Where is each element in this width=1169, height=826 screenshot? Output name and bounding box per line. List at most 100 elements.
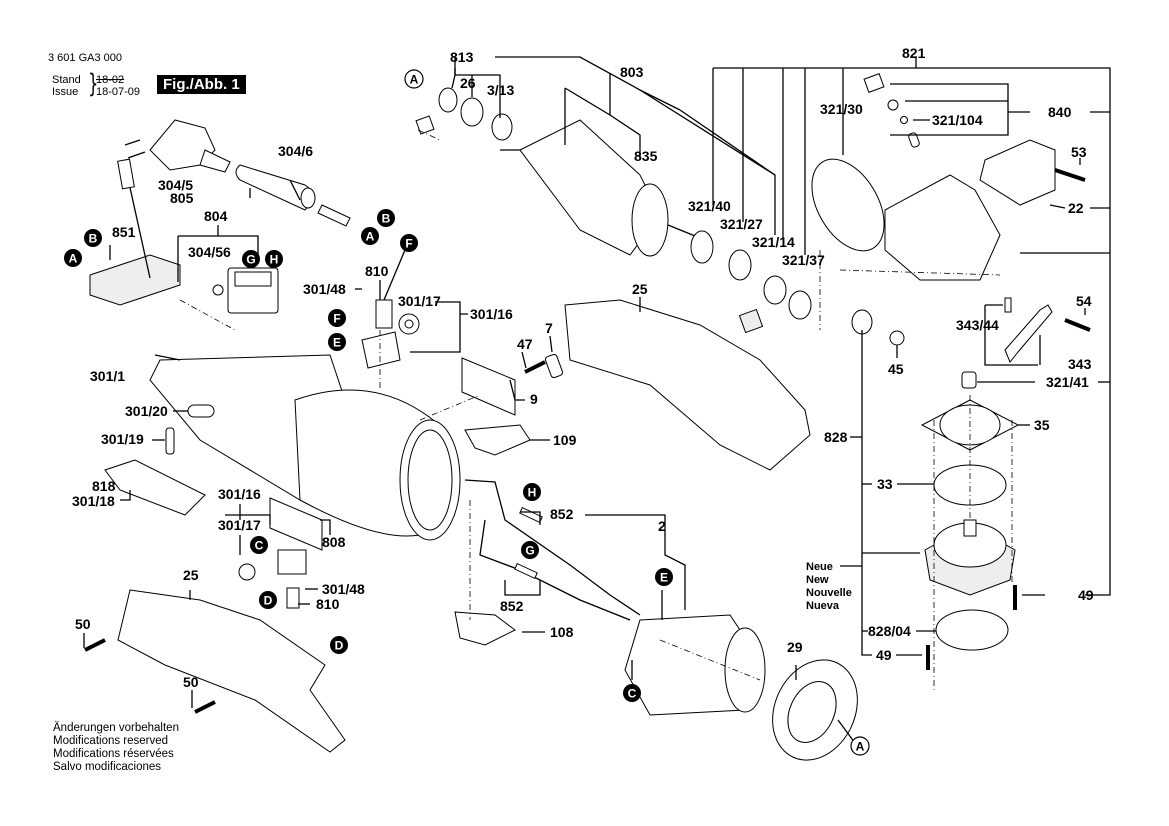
svg-text:A: A <box>856 740 865 754</box>
carbon-brush-part-bottom <box>286 587 300 609</box>
label-304-6: 304/6 <box>278 143 313 159</box>
label-45: 45 <box>888 361 904 377</box>
o-ring-828-04-part <box>935 609 1009 651</box>
issue-date: 18-07-09 <box>96 86 141 98</box>
leader-lines <box>83 56 1111 744</box>
spring-301-19-part <box>165 427 175 455</box>
new-note-de: Neue <box>806 561 833 573</box>
disclaimer-es: Salvo modificaciones <box>53 761 162 773</box>
brush-holder-part-top <box>361 313 420 369</box>
housing-cover-part <box>564 299 811 471</box>
ref-marker-c-holder: C <box>250 536 268 554</box>
label-3-13: 3/13 <box>487 82 514 98</box>
label-49-b: 49 <box>876 647 892 663</box>
cap-22-part <box>979 139 1056 206</box>
screw-50b-part <box>194 700 216 714</box>
label-835: 835 <box>634 148 658 164</box>
new-note-en: New <box>806 574 829 586</box>
label-810-top: 810 <box>365 263 389 279</box>
ring-321-27-part <box>728 249 752 281</box>
label-301-1: 301/1 <box>90 368 125 384</box>
ref-marker-h-wire: H <box>523 483 541 501</box>
label-49-a: 49 <box>1078 587 1094 603</box>
label-109: 109 <box>553 432 577 448</box>
label-803: 803 <box>620 64 644 80</box>
svg-text:A: A <box>366 230 375 244</box>
ref-marker-d-lead: D <box>330 636 348 654</box>
label-840: 840 <box>1048 104 1072 120</box>
disclaimer: Änderungen vorbehalten Modifications res… <box>53 722 179 774</box>
svg-text:H: H <box>270 253 279 267</box>
label-50-b: 50 <box>183 674 199 690</box>
label-29: 29 <box>787 639 803 655</box>
ref-marker-a-switch: A <box>64 249 82 267</box>
bearing-26-part <box>460 97 484 127</box>
wiring-part <box>464 479 641 621</box>
guard-plate-part <box>811 158 885 252</box>
label-22: 22 <box>1068 200 1084 216</box>
spring-301-20-part <box>187 404 215 418</box>
figure-label: Fig./Abb. 1 <box>157 75 246 94</box>
screw-53-part <box>1054 168 1086 182</box>
screw-47-part <box>524 360 546 374</box>
ring-small-part <box>887 99 899 111</box>
label-321-40: 321/40 <box>688 198 731 214</box>
ref-marker-a-top: A <box>404 69 424 89</box>
carbon-brush-part-top <box>375 249 406 329</box>
terminal-block-part <box>212 267 279 314</box>
svg-text:A: A <box>410 73 419 87</box>
stand-old-value: 18-02 <box>96 74 125 86</box>
label-821: 821 <box>902 45 926 61</box>
label-343: 343 <box>1068 356 1092 372</box>
label-343-44: 343/44 <box>956 317 999 333</box>
disclaimer-de: Änderungen vorbehalten <box>53 722 179 734</box>
label-321-14: 321/14 <box>752 234 795 250</box>
ref-marker-b-switch: B <box>84 229 102 247</box>
svg-text:H: H <box>528 486 537 500</box>
ref-marker-f-holder: F <box>328 309 346 327</box>
svg-text:G: G <box>246 253 255 267</box>
assembly-center-lines <box>179 129 1013 690</box>
label-50-a: 50 <box>75 616 91 632</box>
power-plug-part <box>124 119 231 173</box>
ref-marker-g-switch: G <box>242 250 260 268</box>
ref-marker-d-holder: D <box>259 591 277 609</box>
disclaimer-fr: Modifications réservées <box>53 748 174 760</box>
label-810-bot: 810 <box>316 596 340 612</box>
svg-text:D: D <box>264 594 273 608</box>
motor-housing-part <box>149 354 461 541</box>
disclaimer-en: Modifications reserved <box>53 735 169 747</box>
field-coil-part <box>624 614 766 716</box>
switch-part <box>89 158 181 306</box>
nut-45-part <box>889 330 905 346</box>
label-7: 7 <box>545 320 553 336</box>
spring-343-44-part <box>1004 297 1012 313</box>
bearing-a-part <box>438 87 458 113</box>
brush-small-part <box>415 115 435 135</box>
part-labels: 813 26 3/13 803 835 821 321/30 321/104 8… <box>72 45 1094 690</box>
label-33: 33 <box>877 476 893 492</box>
label-108: 108 <box>550 624 574 640</box>
stand-label: Stand <box>52 74 81 86</box>
svg-text:C: C <box>255 539 264 553</box>
svg-text:E: E <box>333 336 341 350</box>
lock-lever-part <box>1004 304 1053 363</box>
new-note-fr: Nouvelle <box>806 587 852 599</box>
label-53: 53 <box>1071 144 1087 160</box>
label-321-27: 321/27 <box>720 216 763 232</box>
label-321-30: 321/30 <box>820 101 863 117</box>
label-321-104: 321/104 <box>932 112 983 128</box>
cover-plate-part <box>464 424 531 456</box>
bracket-108-part <box>454 611 516 646</box>
label-301-17-top: 301/17 <box>398 293 441 309</box>
ref-marker-g-wire: G <box>521 541 539 559</box>
reference-markers: A A B A B A G H F F E C D D H G E C <box>64 69 870 756</box>
issue-label: Issue <box>52 86 79 98</box>
label-828: 828 <box>824 429 848 445</box>
handle-grip-part <box>117 589 346 753</box>
felt-part <box>738 308 764 334</box>
ref-marker-a-cord: A <box>361 227 379 245</box>
pin-part <box>908 132 920 148</box>
svg-text:F: F <box>333 312 340 326</box>
bushing-part <box>961 371 977 389</box>
